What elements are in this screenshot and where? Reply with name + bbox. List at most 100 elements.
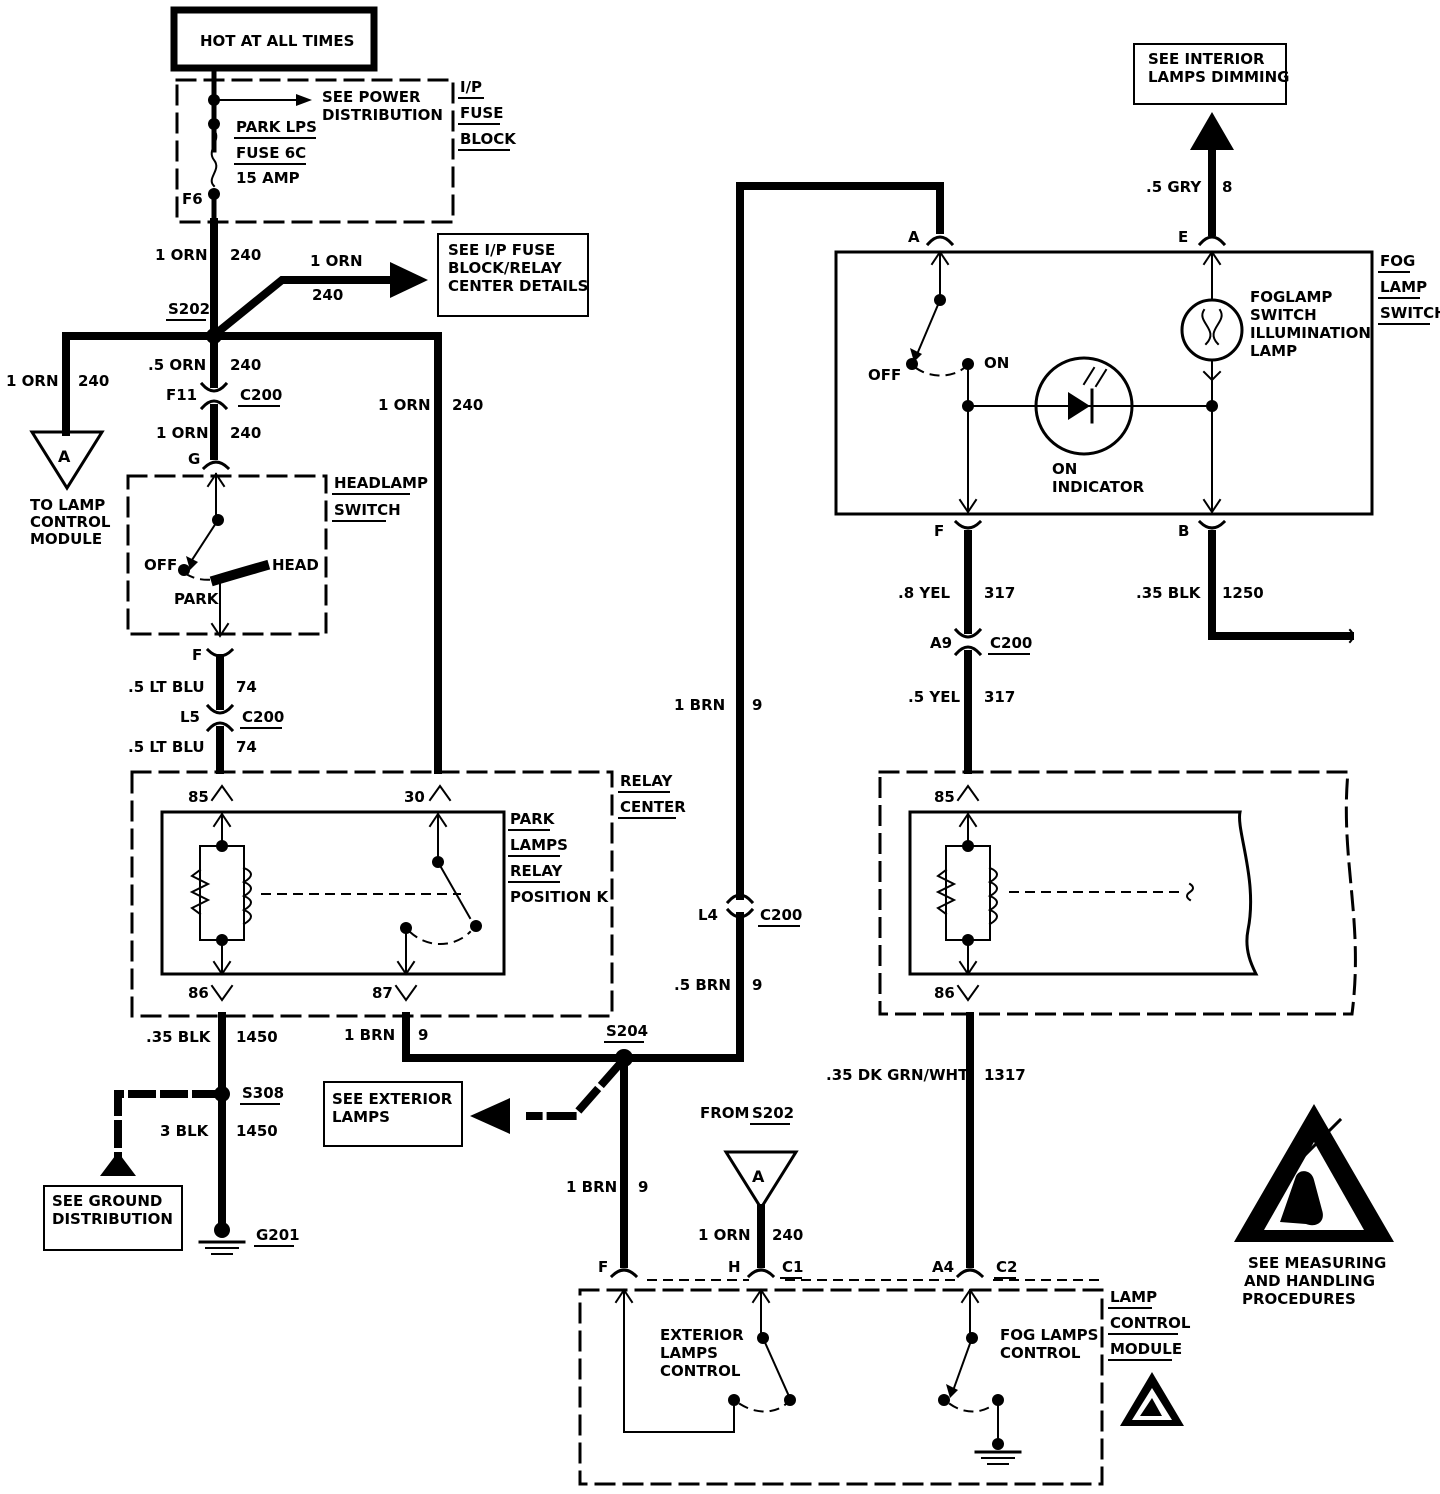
fs-on-label: ON <box>984 354 1009 372</box>
fil-label-3: ILLUMINATION <box>1250 324 1371 342</box>
wire-317-a: 317 <box>984 584 1015 602</box>
p87-label: 87 <box>372 984 393 1002</box>
wire-to-relay-center-details: 1 ORN 240 SEE I/P FUSE BLOCK/RELAY CENTE… <box>212 233 589 338</box>
see-int-2: LAMPS DIMMING <box>1148 68 1289 86</box>
ip-label-3: BLOCK <box>460 130 517 148</box>
wire-orn-240-main: 1 ORN 240 <box>155 218 261 340</box>
c200-a-label: C200 <box>240 386 282 404</box>
wire-3blk: 3 BLK <box>160 1122 210 1140</box>
fuse-label-3: 15 AMP <box>236 169 300 187</box>
lcm-c1-label: C1 <box>782 1258 803 1276</box>
wire-1orn-b: 1 ORN <box>310 252 363 270</box>
wire-5ltblu-a: .5 LT BLU <box>128 678 205 696</box>
lamp-control-module: F H C1 A4 C2 LAMP CONTROL MODULE EXTERIO… <box>578 1258 1191 1486</box>
ext-label-1: SEE EXTERIOR <box>332 1090 453 1108</box>
wire-1317: 1317 <box>984 1066 1026 1084</box>
wire-8: 8 <box>1222 178 1232 196</box>
s204-label: S204 <box>606 1022 648 1040</box>
fog-switch-outputs: F B .35 BLK 1250 .8 YEL 317 A9 C200 .5 Y… <box>898 519 1354 774</box>
fog-lamp-switch: A E FOG LAMP SWITCH OFF ON ON INDICATOR <box>834 228 1440 516</box>
wire-9-a: 9 <box>418 1026 428 1044</box>
wire-8yel: .8 YEL <box>898 584 950 602</box>
wire-1orn-c: 1 ORN <box>6 372 59 390</box>
relay-outputs: 86 87 <box>188 984 418 1002</box>
wire-1250: 1250 <box>1222 584 1264 602</box>
wire-240-e: 240 <box>230 424 261 442</box>
see-int-1: SEE INTERIOR <box>1148 50 1265 68</box>
wire-5ltblu-b: .5 LT BLU <box>128 738 205 756</box>
f6-label: F6 <box>182 190 203 208</box>
l5-label: L5 <box>180 708 200 726</box>
esd-warning-icon: SEE MEASURING AND HANDLING PROCEDURES <box>1234 1104 1394 1308</box>
wire-1brn-c: 1 BRN <box>566 1178 617 1196</box>
lcm-f-label: F <box>598 1258 608 1276</box>
on-ind-2: INDICATOR <box>1052 478 1145 496</box>
wire-5orn: .5 ORN <box>148 356 206 374</box>
from-s202-2: S202 <box>752 1104 794 1122</box>
see-ipfuse-1: SEE I/P FUSE <box>448 241 555 259</box>
flc-label-2: CONTROL <box>1000 1344 1081 1362</box>
wire-brn-9-lcm: 1 BRN 9 <box>566 1054 648 1268</box>
fil-label-1: FOGLAMP <box>1250 288 1332 306</box>
pl-label-2: LAMPS <box>510 836 568 854</box>
wire-9-c: 9 <box>752 976 762 994</box>
see-interior-lamps: SEE INTERIOR LAMPS DIMMING .5 GRY 8 <box>1133 43 1289 236</box>
see-power-2: DISTRIBUTION <box>322 106 443 124</box>
lcm-label-3: MODULE <box>1110 1340 1182 1358</box>
f11-label: F11 <box>166 386 197 404</box>
fog-lamp-relay: 85 86 <box>878 770 1357 1016</box>
wire-1orn-f: 1 ORN <box>698 1226 751 1244</box>
esd-label-1: SEE MEASURING <box>1248 1254 1386 1272</box>
headlamp-switch: HEADLAMP SWITCH OFF HEAD PARK <box>126 472 428 638</box>
to-lamp-1: TO LAMP <box>30 496 105 514</box>
pin-a-label: A <box>908 228 920 246</box>
wire-1450-a: 1450 <box>236 1028 278 1046</box>
wire-240-a: 240 <box>230 246 261 264</box>
see-ipfuse-3: CENTER DETAILS <box>448 277 588 295</box>
park-lamps-relay: PARK LAMPS RELAY POSITION K <box>160 810 609 976</box>
lcm-h-label: H <box>728 1258 741 1276</box>
wire-brn-9-s204: 1 BRN 9 S204 1 BRN 9 L4 C200 .5 BRN 9 <box>344 182 944 1067</box>
see-ipfuse-2: BLOCK/RELAY <box>448 259 563 277</box>
wire-blk-1450-ground: .35 BLK 1450 S308 3 BLK 1450 SEE GROUND … <box>43 1012 300 1255</box>
pin-f-label: F <box>934 522 944 540</box>
fuse-label-2: FUSE 6C <box>236 144 306 162</box>
g-label: G <box>188 450 200 468</box>
rc-label-2: CENTER <box>620 798 686 816</box>
ip-label-2: FUSE <box>460 104 503 122</box>
pl-label-4: POSITION K <box>510 888 609 906</box>
from-s202-1: FROM <box>700 1104 749 1122</box>
rc-label-1: RELAY <box>620 772 674 790</box>
gnd-label-2: DISTRIBUTION <box>52 1210 173 1228</box>
fr-86-label: 86 <box>934 984 955 1002</box>
relay-center: RELAY CENTER 85 30 <box>130 770 686 1018</box>
wire-240-g: 240 <box>772 1226 803 1244</box>
wire-5brn: .5 BRN <box>674 976 731 994</box>
esd-label-3: PROCEDURES <box>1242 1290 1356 1308</box>
to-lamp-3: MODULE <box>30 530 102 548</box>
fs-off-label: OFF <box>868 366 901 384</box>
hot-label: HOT AT ALL TIMES <box>200 32 354 50</box>
elc-label-1: EXTERIOR <box>660 1326 744 1344</box>
wire-240-d: 240 <box>230 356 261 374</box>
wire-ltblu-74: F .5 LT BLU 74 L5 C200 .5 LT BLU 74 <box>128 646 284 774</box>
fs-label-2: LAMP <box>1380 278 1427 296</box>
f-a-label: F <box>192 646 202 664</box>
esd-label-2: AND HANDLING <box>1244 1272 1375 1290</box>
fs-label-1: FOG <box>1380 252 1415 270</box>
wire-74-b: 74 <box>236 738 257 756</box>
wire-1orn-d: 1 ORN <box>156 424 209 442</box>
wire-1450-b: 1450 <box>236 1122 278 1140</box>
s308-label: S308 <box>242 1084 284 1102</box>
wire-9-b: 9 <box>752 696 762 714</box>
wire-5yel: .5 YEL <box>908 688 960 706</box>
l4-label: L4 <box>698 906 718 924</box>
wire-orn-to-headlamp-switch: .5 ORN 240 F11 C200 1 ORN 240 G <box>148 332 282 471</box>
fr-85-label: 85 <box>934 788 955 806</box>
wire-orn-to-relay-30: 1 ORN 240 <box>378 332 483 774</box>
p86-label: 86 <box>188 984 209 1002</box>
wire-9-d: 9 <box>638 1178 648 1196</box>
lcm-c2-label: C2 <box>996 1258 1017 1276</box>
wire-317-b: 317 <box>984 688 1015 706</box>
